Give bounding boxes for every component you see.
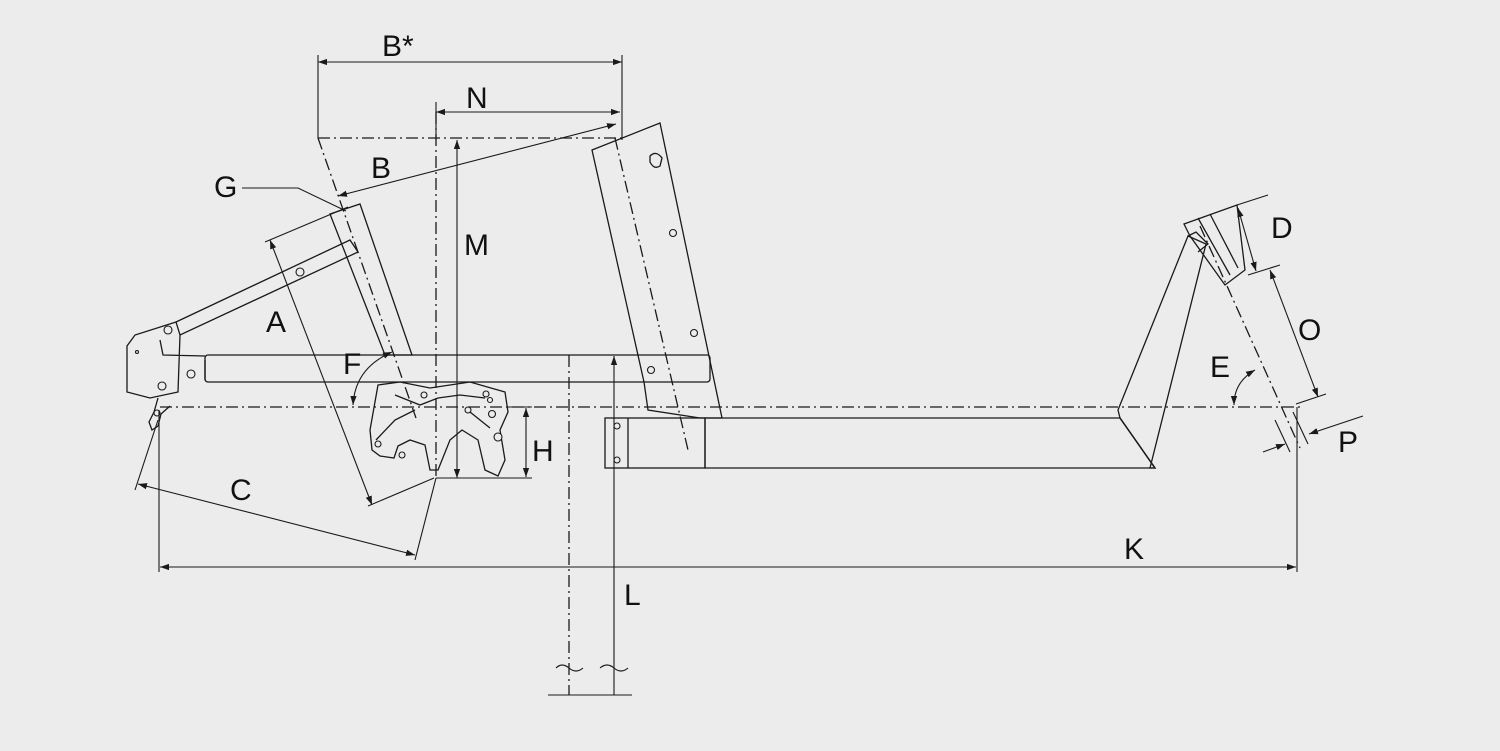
label-m: M [464, 229, 489, 262]
bottom-bracket-shell [369, 381, 509, 477]
label-p: P [1338, 426, 1358, 459]
label-f: F [343, 348, 361, 381]
frame-structure [126, 122, 1246, 477]
label-a: A [266, 306, 286, 339]
label-n: N [466, 82, 488, 115]
label-e: E [1210, 351, 1230, 384]
label-c: C [230, 474, 252, 507]
rear-stay [1117, 235, 1207, 469]
label-b-star: B* [382, 30, 414, 63]
label-d: D [1271, 212, 1293, 245]
dimension-lines [134, 55, 1364, 696]
label-o: O [1298, 314, 1321, 347]
label-b: B [371, 152, 391, 185]
rear-tube [704, 417, 1157, 469]
front-dropout [126, 321, 206, 399]
rear-dropout [1183, 204, 1246, 286]
label-g: G [214, 171, 237, 204]
label-k: K [1124, 533, 1144, 566]
dimension-labels: B* N B G M A F H C K L D O E P [214, 30, 1358, 612]
head-tube [329, 203, 413, 356]
label-h: H [532, 435, 554, 468]
label-l: L [624, 579, 641, 612]
center-lines [160, 112, 1301, 695]
